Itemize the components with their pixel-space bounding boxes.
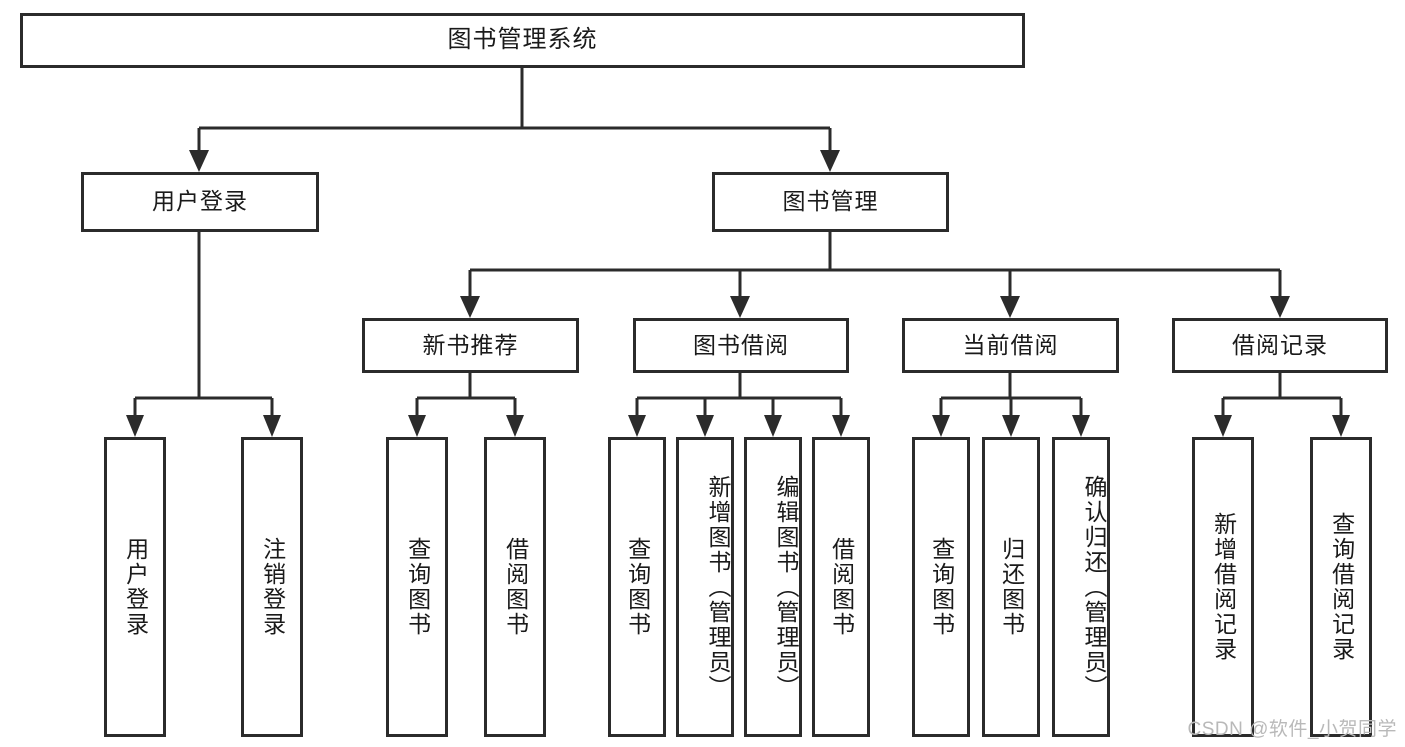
node-borrow-record-label: 借阅记录 xyxy=(1232,331,1328,358)
node-leaf-query-borrow-record[interactable]: 查询借阅记录 xyxy=(1310,437,1372,737)
node-leaf-confirm-return-label: 确认归还（管理员） xyxy=(1081,474,1107,700)
node-leaf-add-borrow-record-label: 新增借阅记录 xyxy=(1210,512,1237,662)
node-new-book-recommend-label: 新书推荐 xyxy=(422,331,519,358)
node-user-login-label: 用户登录 xyxy=(152,188,248,215)
node-book-borrow[interactable]: 图书借阅 xyxy=(633,318,849,373)
arrowhead-book-manage xyxy=(820,150,840,172)
arrowhead-leaf-query-book-2 xyxy=(628,415,646,437)
node-root-system[interactable]: 图书管理系统 xyxy=(20,13,1025,68)
node-leaf-query-book-2[interactable]: 查询图书 xyxy=(608,437,666,737)
arrowhead-book-borrow xyxy=(730,296,750,318)
node-leaf-add-book-admin-label: 新增图书（管理员） xyxy=(705,474,731,700)
arrowhead-leaf-logout-login xyxy=(263,415,281,437)
arrowhead-leaf-borrow-book-1 xyxy=(506,415,524,437)
arrowhead-leaf-query-borrow-record xyxy=(1332,415,1350,437)
node-leaf-query-book-2-label: 查询图书 xyxy=(624,537,651,637)
arrowhead-new-book-recommend xyxy=(460,296,480,318)
node-leaf-query-book-1[interactable]: 查询图书 xyxy=(386,437,448,737)
node-leaf-add-borrow-record[interactable]: 新增借阅记录 xyxy=(1192,437,1254,737)
csdn-watermark: CSDN @软件_小贺同学 xyxy=(1187,719,1397,740)
arrowhead-leaf-user-login xyxy=(126,415,144,437)
node-leaf-borrow-book-2[interactable]: 借阅图书 xyxy=(812,437,870,737)
node-leaf-query-book-3[interactable]: 查询图书 xyxy=(912,437,970,737)
node-leaf-query-book-3-label: 查询图书 xyxy=(928,537,955,637)
node-leaf-borrow-book-2-label: 借阅图书 xyxy=(828,537,855,637)
node-current-borrow[interactable]: 当前借阅 xyxy=(902,318,1119,373)
arrowhead-leaf-add-borrow-record xyxy=(1214,415,1232,437)
node-leaf-return-book[interactable]: 归还图书 xyxy=(982,437,1040,737)
node-leaf-return-book-label: 归还图书 xyxy=(998,537,1025,637)
node-root-label: 图书管理系统 xyxy=(447,26,598,54)
node-leaf-user-login[interactable]: 用户登录 xyxy=(104,437,166,737)
node-leaf-query-book-1-label: 查询图书 xyxy=(404,537,431,637)
node-user-login[interactable]: 用户登录 xyxy=(81,172,319,232)
arrowhead-current-borrow xyxy=(1000,296,1020,318)
arrowhead-user-login xyxy=(189,150,209,172)
node-borrow-record[interactable]: 借阅记录 xyxy=(1172,318,1388,373)
node-leaf-confirm-return[interactable]: 确认归还（管理员） xyxy=(1052,437,1110,737)
node-leaf-logout-login[interactable]: 注销登录 xyxy=(241,437,303,737)
node-leaf-user-login-label: 用户登录 xyxy=(122,537,149,637)
node-leaf-query-borrow-record-label: 查询借阅记录 xyxy=(1328,512,1355,662)
node-leaf-add-book-admin[interactable]: 新增图书（管理员） xyxy=(676,437,734,737)
node-leaf-borrow-book-1[interactable]: 借阅图书 xyxy=(484,437,546,737)
arrowhead-leaf-edit-book-admin xyxy=(764,415,782,437)
node-new-book-recommend[interactable]: 新书推荐 xyxy=(362,318,579,373)
node-leaf-edit-book-admin-label: 编辑图书（管理员） xyxy=(773,474,799,700)
node-current-borrow-label: 当前借阅 xyxy=(962,331,1059,358)
arrowhead-leaf-add-book-admin xyxy=(696,415,714,437)
arrowhead-leaf-query-book-3 xyxy=(932,415,950,437)
arrowhead-borrow-record xyxy=(1270,296,1290,318)
arrowhead-leaf-return-book xyxy=(1002,415,1020,437)
arrowhead-leaf-query-book-1 xyxy=(408,415,426,437)
node-leaf-borrow-book-1-label: 借阅图书 xyxy=(502,537,529,637)
node-leaf-edit-book-admin[interactable]: 编辑图书（管理员） xyxy=(744,437,802,737)
arrowhead-leaf-confirm-return xyxy=(1072,415,1090,437)
node-book-borrow-label: 图书借阅 xyxy=(693,331,789,358)
node-book-manage-label: 图书管理 xyxy=(782,188,879,215)
node-book-manage[interactable]: 图书管理 xyxy=(712,172,949,232)
node-leaf-logout-login-label: 注销登录 xyxy=(259,537,286,637)
arrowhead-leaf-borrow-book-2 xyxy=(832,415,850,437)
